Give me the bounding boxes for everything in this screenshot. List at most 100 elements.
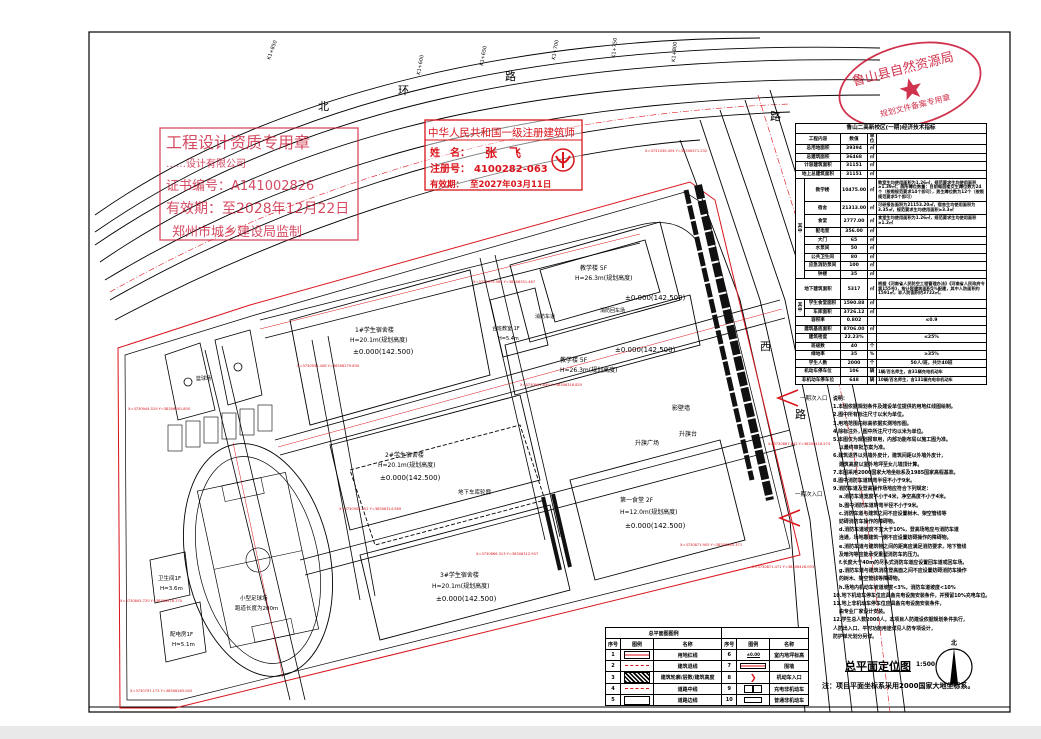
svg-text:X=3730934.408 Y=38306279.830: X=3730934.408 Y=38306279.830 [297,364,360,368]
svg-text:H=5.1m: H=5.1m [172,642,195,648]
svg-text:K1+600: K1+600 [416,54,425,75]
svg-text:升旗台: 升旗台 [679,430,697,438]
svg-text:小型足球场: 小型足球场 [240,594,268,602]
fire-turn-court [539,239,661,323]
note-item: 9.消防车道及登高操作场地应符合下列规定： [833,486,932,493]
lecture-hall [489,287,549,358]
underground-garage-outline [349,424,546,546]
road-label: 路 [795,408,806,421]
road-label: 路 [770,110,781,123]
note-item: 妨碍消防车操作的障碍物。 [839,519,898,526]
svg-text:合班教室 1F: 合班教室 1F [492,325,520,332]
svg-text:X=3730866.313 Y=38306312.937: X=3730866.313 Y=38306312.937 [476,552,538,556]
svg-text:H=20.1m(规划高度): H=20.1m(规划高度) [432,582,489,590]
svg-text:注册号：: 注册号： [430,162,470,175]
teaching-a-label: 教学楼 5F [580,264,608,272]
notes-title: 说明： [833,396,848,402]
north-arrow-icon: 北 [935,639,973,686]
site-wall [124,191,791,701]
coordinate-system-note: 注：项目平面坐标系采用2000国家大地坐标系。 [822,682,975,690]
svg-text:K1+650: K1+650 [479,45,488,66]
svg-text:±0.000(142.500): ±0.000(142.500) [353,348,414,356]
road-axis [259,233,641,330]
note-item: 以最终审批方案为准。 [839,445,888,452]
registered-architect-stamp: 中华人民共和国一级注册建筑师 姓 名： 张 飞 注册号： 4100282-063… [424,119,583,191]
svg-text:K1+700: K1+700 [551,39,560,60]
svg-text:工程设计资质专用章: 工程设计资质专用章 [166,133,310,152]
parking-stalls-west [683,189,755,481]
svg-text:郑州市城乡建设局监制: 郑州市城乡建设局监制 [172,224,302,240]
table-title: 鲁山二高新校区(一期)经济技术指标 [795,123,987,134]
note-item: d.消防车道坡度不宜大于10%，登高场地应与消防车道 [839,527,959,534]
road-label: 北 [318,100,329,113]
svg-text:配电房1F: 配电房1F [170,630,193,638]
svg-text:±0.000(142.500): ±0.000(142.500) [625,294,686,302]
coordinate-labels: X=3730934.408 Y=38306279.830 X=3730975.0… [120,149,831,693]
svg-text:H=12.0m(规划高度): H=12.0m(规划高度) [620,508,677,516]
svg-text:3#学生宿舍楼: 3#学生宿舍楼 [440,571,479,579]
parking-stalls-east [694,184,774,501]
west-road-centerline [757,94,891,713]
note-item: 8.图中消防车道转弯半径不小于9米。 [833,478,916,485]
architect-emblem-icon [551,148,575,172]
svg-text:一期次入口: 一期次入口 [800,394,828,402]
svg-text:中华人民共和国一级注册建筑师: 中华人民共和国一级注册建筑师 [428,126,575,139]
svg-text:消防车道: 消防车道 [535,313,555,320]
design-qualification-stamp: 工程设计资质专用章 ……设计有限公司 证书编号：A141002826 有效期：至… [159,127,359,241]
wall-symbol-icon [740,662,767,669]
road-label: 西 [760,340,771,353]
note-item: 防护单元划分另详。 [833,633,878,640]
dorm-3 [359,504,571,641]
note-item: 由专业厂家设计安装。 [839,609,888,616]
svg-text:±0.000(142.500): ±0.000(142.500) [380,474,441,482]
note-item: 1.本图依据规划条件及建设单位提供的用地红线图绘制。 [833,404,956,411]
bike-parking-black [551,493,572,568]
site-boundary-redline [117,181,801,709]
note-item: a.消防车道宽度不小于4米，净空高度不小于4米。 [839,494,949,501]
svg-text:H=26.3m(规划高度): H=26.3m(规划高度) [560,366,617,374]
teaching-building-a [509,221,681,343]
svg-text:鲁山县自然资源局: 鲁山县自然资源局 [851,49,956,90]
svg-text:H=3.6m: H=3.6m [160,586,183,592]
bike-parking-black [541,496,562,571]
road-label: 环 [398,84,409,97]
svg-text:规划文件备案专用章: 规划文件备案专用章 [879,92,951,119]
note-item: 人防出入口、平时功能用途详见人防专项设计， [833,625,936,632]
road-label: 路 [505,70,516,83]
svg-text:K1+800: K1+800 [671,42,679,63]
svg-text:北: 北 [951,639,957,647]
road-labels: 北 环 路 西 路 路 [318,70,806,421]
svg-text:有效期：至2028年12月22日: 有效期：至2028年12月22日 [166,201,349,217]
note-item: 连通，场地靠建筑一侧不应设置妨碍操作的障碍物。 [839,535,952,542]
canteen [569,439,746,581]
dorm-1 [289,269,491,426]
svg-text:X=3730871.905 Y=38306365.371: X=3730871.905 Y=38306365.371 [680,543,742,547]
svg-text:H=20.1m(规划高度): H=20.1m(规划高度) [350,336,407,344]
svg-text:篮球场: 篮球场 [196,375,211,382]
teaching-building-b [504,294,701,396]
charging-bike-icon [744,685,763,693]
svg-text:升旗广场: 升旗广场 [635,439,659,447]
note-item: 11.地上非机动车停车位应具备充电设施安装条件， [833,601,945,608]
entrance-arrow-icon [775,389,799,407]
svg-text:X=3730941.839 Y=38306318.825: X=3730941.839 Y=38306318.825 [520,383,582,387]
bike-racks [167,404,273,452]
plan-title: 总平面定位图 [845,660,911,673]
